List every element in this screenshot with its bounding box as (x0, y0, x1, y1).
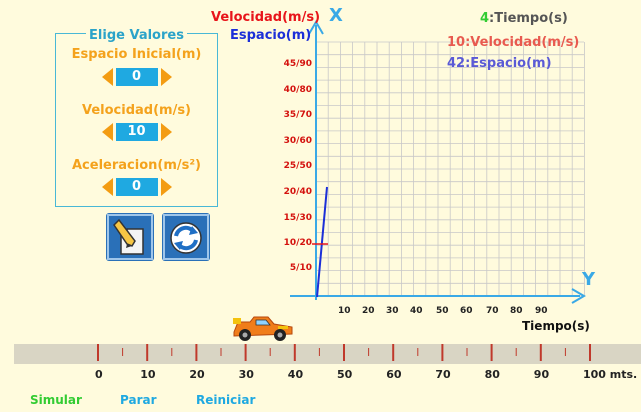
pencil-paper-icon (107, 214, 153, 260)
ruler-ticks (97, 344, 591, 361)
x-tick: 80 (510, 306, 523, 316)
initial-space-label: Espacio Inicial(m) (71, 47, 202, 62)
x-axis-letter: X (329, 5, 343, 26)
y-tick: 35/70 (283, 110, 312, 120)
ruler-label: 70 (435, 368, 451, 381)
increase-acceleration-button[interactable] (160, 178, 172, 196)
reset-button[interactable]: Reiniciar (196, 393, 256, 407)
ruler-label: 100 mts. (583, 368, 638, 381)
ruler-label: 10 (140, 368, 156, 381)
x-tick: 20 (362, 306, 375, 316)
decrease-acceleration-button[interactable] (101, 178, 113, 196)
acceleration-stepper: 0 (101, 178, 172, 196)
simulate-button[interactable]: Simular (30, 393, 82, 407)
y-tick: 15/30 (283, 213, 312, 223)
ruler-label: 20 (189, 368, 205, 381)
velocity-readout-value: 10 (447, 35, 466, 50)
y-tick: 25/50 (283, 161, 312, 171)
ruler-label: 0 (95, 368, 103, 381)
panel-title: Elige Valores (86, 28, 187, 43)
increase-velocity-button[interactable] (160, 123, 172, 141)
values-panel: Elige Valores Espacio Inicial(m) 0 Veloc… (55, 28, 218, 207)
time-readout: 4:Tiempo(s) (480, 11, 568, 26)
y-tick: 30/60 (283, 136, 312, 146)
graph-axes (290, 20, 586, 304)
acceleration-value: 0 (115, 178, 158, 196)
refresh-button[interactable] (162, 213, 210, 261)
x-tick: 60 (460, 306, 473, 316)
velocity-readout-label: :Velocidad(m/s) (465, 35, 580, 50)
space-axis-label: Espacio(m) (230, 28, 312, 43)
edit-button[interactable] (106, 213, 154, 261)
decrease-initial-space-button[interactable] (101, 68, 113, 86)
refresh-icon (163, 214, 209, 260)
x-tick: 30 (386, 306, 399, 316)
acceleration-label: Aceleracion(m/s²) (72, 158, 201, 173)
y-axis-arrow (308, 20, 324, 35)
y-tick: 5/10 (289, 263, 312, 273)
initial-space-value: 0 (115, 68, 158, 86)
ruler-label: 50 (337, 368, 353, 381)
y-tick: 10/20 (283, 238, 312, 248)
x-tick: 90 (535, 306, 548, 316)
ruler-label: 90 (533, 368, 550, 381)
time-axis-label: Tiempo(s) (522, 319, 590, 333)
increase-initial-space-button[interactable] (160, 68, 172, 86)
velocity-value: 10 (115, 123, 158, 141)
velocity-label: Velocidad(m/s) (81, 103, 191, 118)
x-tick: 10 (338, 306, 351, 316)
y-tick: 20/40 (283, 187, 312, 197)
x-tick: 70 (486, 306, 499, 316)
graph-grid (315, 41, 585, 297)
time-value: 4 (480, 11, 490, 26)
y-axis-letter: Y (582, 269, 596, 290)
ruler-label: 30 (238, 368, 254, 381)
ruler-label: 80 (484, 368, 500, 381)
time-label: :Tiempo(s) (489, 11, 568, 26)
y-tick: 40/80 (283, 85, 312, 95)
space-readout-value: 42 (447, 56, 466, 71)
race-car-icon (233, 316, 293, 341)
velocity-axis-label: Velocidad(m/s) (211, 10, 321, 25)
initial-space-stepper: 0 (101, 68, 172, 86)
distance-ruler (14, 344, 641, 364)
decrease-velocity-button[interactable] (101, 123, 113, 141)
space-readout: 42:Espacio(m) (447, 56, 552, 71)
space-readout-label: :Espacio(m) (465, 56, 552, 71)
y-tick: 45/90 (283, 59, 312, 69)
x-axis-arrow (571, 288, 586, 304)
ruler-label: 60 (386, 368, 402, 381)
space-line (316, 186, 328, 298)
velocity-readout: 10:Velocidad(m/s) (447, 35, 579, 50)
x-tick: 40 (410, 306, 423, 316)
ruler-label: 40 (287, 368, 304, 381)
x-tick: 50 (436, 306, 449, 316)
stop-button[interactable]: Parar (120, 393, 157, 407)
velocity-stepper: 10 (101, 123, 172, 141)
